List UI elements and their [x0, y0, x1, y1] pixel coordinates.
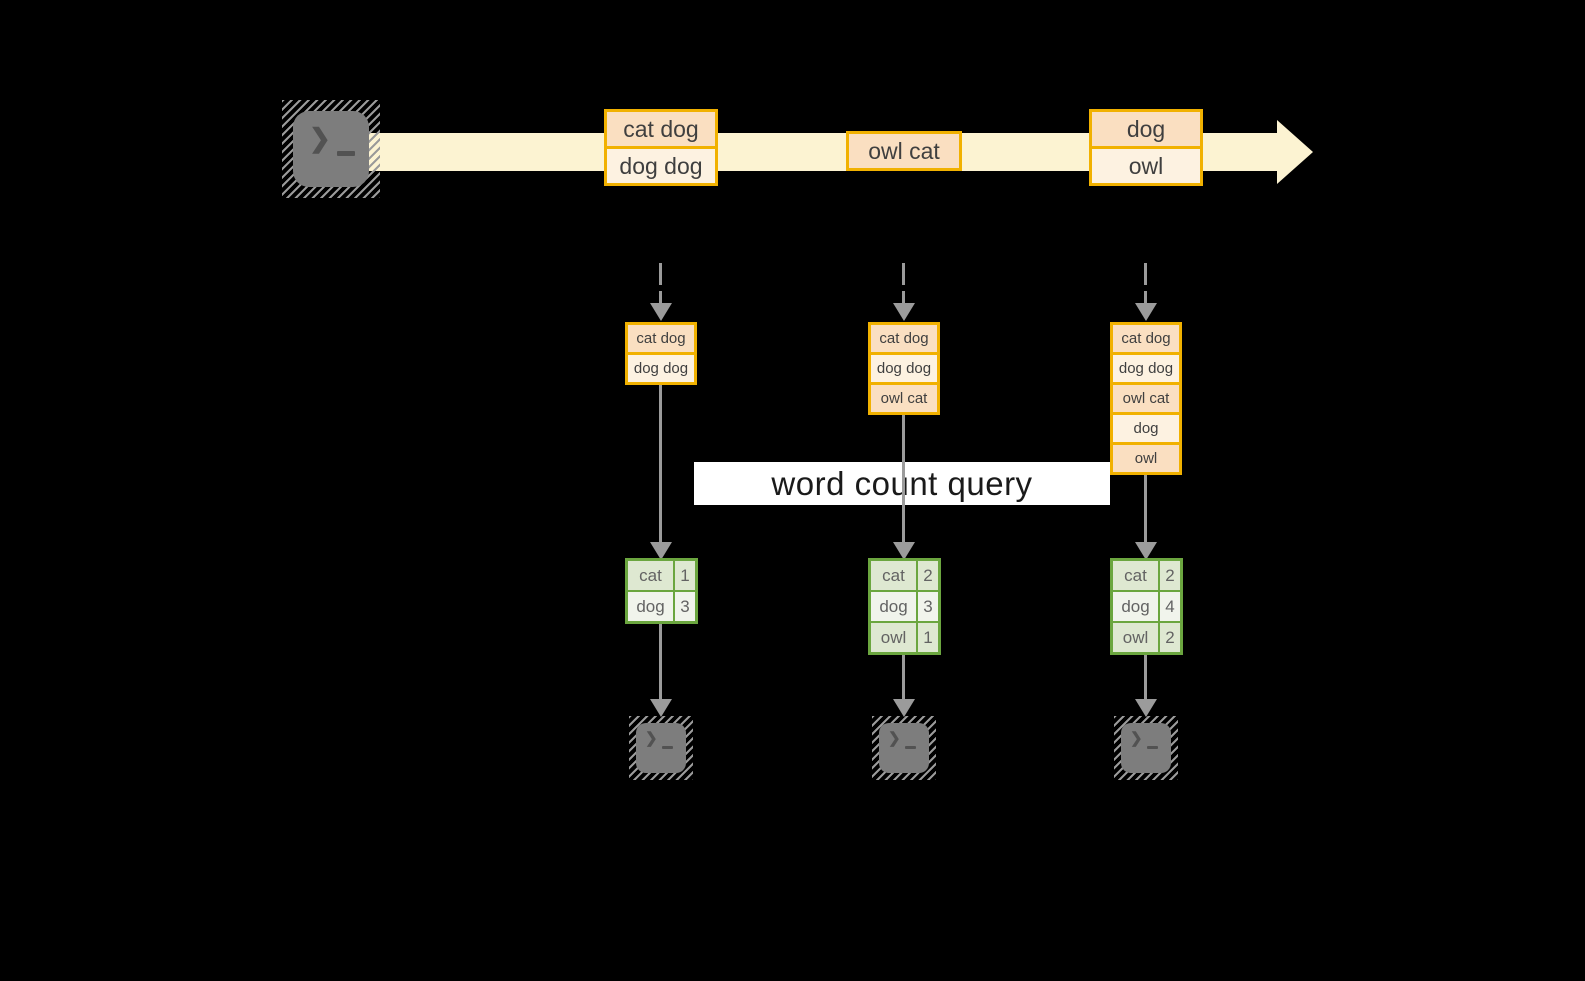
stream-record: dog dog [604, 146, 718, 186]
count-value-cell: 2 [918, 561, 938, 590]
connector-line [902, 655, 905, 702]
count-table-3: cat 2 dog 4 owl 2 [1110, 558, 1183, 655]
sink-terminal-icon-2: ❯ [872, 716, 936, 780]
buffer-stack-3: cat dog dog dog owl cat dog owl [1110, 322, 1182, 475]
terminal-screen: ❯ [879, 723, 929, 773]
count-word-cell: dog [871, 592, 916, 621]
count-value-cell: 4 [1160, 592, 1180, 621]
buffered-record: owl cat [868, 382, 940, 415]
connector-line [659, 385, 662, 545]
count-word-cell: dog [628, 592, 673, 621]
connector-line [902, 415, 905, 545]
terminal-screen: ❯ [636, 723, 686, 773]
buffered-record: dog [1110, 412, 1182, 445]
stream-record: owl [1089, 146, 1203, 186]
dashed-arrow-segment [659, 263, 662, 285]
dashed-arrow-segment [659, 291, 662, 307]
count-value-cell: 2 [1160, 623, 1180, 652]
prompt-cursor-icon [1147, 746, 1158, 749]
stream-event-1: cat dog dog dog [604, 109, 718, 186]
down-arrowhead-icon [893, 699, 915, 717]
down-arrowhead-icon [1135, 303, 1157, 321]
down-arrowhead-icon [650, 542, 672, 560]
prompt-cursor-icon [337, 151, 355, 156]
prompt-chevron-icon: ❯ [1130, 730, 1143, 747]
buffered-record: cat dog [1110, 322, 1182, 355]
count-value-cell: 3 [918, 592, 938, 621]
prompt-chevron-icon: ❯ [645, 730, 658, 747]
down-arrowhead-icon [650, 699, 672, 717]
stream-event-2: owl cat [846, 131, 962, 171]
buffered-record: owl cat [1110, 382, 1182, 415]
dashed-arrow-segment [1144, 291, 1147, 307]
stream-event-3: dog owl [1089, 109, 1203, 186]
count-word-cell: owl [1113, 623, 1158, 652]
count-word-cell: dog [1113, 592, 1158, 621]
stream-record: cat dog [604, 109, 718, 149]
count-word-cell: owl [871, 623, 916, 652]
sink-terminal-icon-3: ❯ [1114, 716, 1178, 780]
dashed-arrow-segment [902, 263, 905, 285]
sink-terminal-icon-1: ❯ [629, 716, 693, 780]
count-value-cell: 1 [918, 623, 938, 652]
count-table-2: cat 2 dog 3 owl 1 [868, 558, 941, 655]
down-arrowhead-icon [893, 542, 915, 560]
prompt-chevron-icon: ❯ [888, 730, 901, 747]
down-arrowhead-icon [1135, 542, 1157, 560]
stream-record: owl cat [846, 131, 962, 171]
buffer-stack-2: cat dog dog dog owl cat [868, 322, 940, 415]
count-word-cell: cat [871, 561, 916, 590]
terminal-screen: ❯ [1121, 723, 1171, 773]
stream-arrowhead-icon [1277, 120, 1313, 184]
connector-line [1144, 655, 1147, 702]
buffered-record: dog dog [868, 352, 940, 385]
connector-line [1144, 475, 1147, 545]
buffered-record: cat dog [868, 322, 940, 355]
buffered-record: owl [1110, 442, 1182, 475]
count-value-cell: 2 [1160, 561, 1180, 590]
count-word-cell: cat [1113, 561, 1158, 590]
count-value-cell: 3 [675, 592, 695, 621]
buffer-stack-1: cat dog dog dog [625, 322, 697, 385]
count-table-1: cat 1 dog 3 [625, 558, 698, 624]
down-arrowhead-icon [893, 303, 915, 321]
buffered-record: dog dog [1110, 352, 1182, 385]
prompt-cursor-icon [905, 746, 916, 749]
connector-line [659, 624, 662, 702]
prompt-cursor-icon [662, 746, 673, 749]
terminal-screen: ❯ [293, 111, 369, 187]
dashed-arrow-segment [1144, 263, 1147, 285]
source-terminal-icon: ❯ [282, 100, 380, 198]
count-value-cell: 1 [675, 561, 695, 590]
dashed-arrow-segment [902, 291, 905, 307]
query-banner-label: word count query [771, 464, 1033, 502]
count-word-cell: cat [628, 561, 673, 590]
stream-record: dog [1089, 109, 1203, 149]
down-arrowhead-icon [1135, 699, 1157, 717]
prompt-chevron-icon: ❯ [309, 123, 331, 153]
down-arrowhead-icon [650, 303, 672, 321]
buffered-record: dog dog [625, 352, 697, 385]
buffered-record: cat dog [625, 322, 697, 355]
